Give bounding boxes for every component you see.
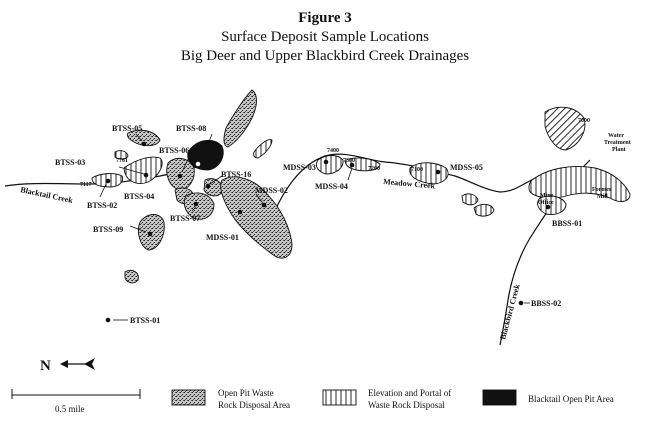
label-wtp-3: Plant <box>612 147 626 153</box>
scale-bar-label: 0.5 mile <box>55 404 85 414</box>
figure-subtitle-2: Big Deer and Upper Blackbird Creek Drain… <box>180 48 470 64</box>
leader-lines <box>99 133 530 321</box>
deposit-btss-05 <box>127 129 161 147</box>
point-btss-09 <box>147 231 153 237</box>
label-mdss-04: MDSS-04 <box>315 182 348 191</box>
sample-labels: BTSS-05 BTSS-03 BTSS-04 BTSS-02 BTSS-06 … <box>55 124 582 325</box>
label-mdss-01: MDSS-01 <box>206 233 239 242</box>
label-blacktail-creek: Blacktail Creek <box>20 185 75 205</box>
label-btss-05: BTSS-05 <box>112 124 142 133</box>
point-mdss-03 <box>323 159 329 165</box>
deposit-blackbird-main <box>528 166 631 202</box>
elev-7100: 7100 <box>411 167 423 173</box>
label-mdss-05: MDSS-05 <box>450 163 483 172</box>
deposit-mdss-03 <box>315 155 344 175</box>
deposit-upper-curve <box>223 89 257 148</box>
deposit-btss-04 <box>123 156 163 184</box>
elev-7761: 7761 <box>116 158 128 164</box>
point-mdss-05 <box>435 169 441 175</box>
deposit-small-south <box>124 269 139 284</box>
label-wtp-1: Water <box>608 133 624 139</box>
elev-7300: 7300 <box>343 158 355 164</box>
north-arrow-tail-icon <box>84 358 95 370</box>
deposit-7761-blob <box>114 150 129 160</box>
deposit-meadow-small <box>461 193 479 206</box>
point-bbss-02 <box>518 300 524 306</box>
point-mdss-02 <box>261 202 267 208</box>
label-wtp-2: Treatment <box>604 140 631 146</box>
legend-elevation-portal-1: Elevation and Portal of <box>368 388 451 398</box>
label-former-mill-2: Mill <box>597 194 608 200</box>
legend-swatch-blacktail-pit <box>482 389 517 406</box>
point-bbss-01 <box>545 204 551 210</box>
elev-7200: 7200 <box>368 166 380 172</box>
title-block: Figure 3 Surface Deposit Sample Location… <box>0 8 650 66</box>
label-btss-07: BTSS-07 <box>170 214 200 223</box>
label-btss-06: BTSS-06 <box>159 146 189 155</box>
meadow-deposits <box>315 155 495 217</box>
point-btss-03 <box>105 178 111 184</box>
deposit-mdss-05 <box>409 162 449 185</box>
deposit-meadow-strip <box>473 203 495 217</box>
north-arrow: N <box>40 358 95 374</box>
legend: Open Pit Waste Rock Disposal Area Elevat… <box>171 388 614 410</box>
label-btss-08: BTSS-08 <box>176 124 206 133</box>
label-btss-02: BTSS-02 <box>87 201 117 210</box>
deposit-blackbird-lower <box>537 195 567 215</box>
deposit-7000 <box>544 106 586 151</box>
point-btss-16 <box>205 183 211 189</box>
deposit-btss-07 <box>183 192 215 220</box>
point-btss-08 <box>195 161 201 167</box>
label-mine-office-1: Mine <box>540 193 554 199</box>
legend-swatch-open-pit-waste <box>171 389 206 406</box>
label-mdss-03: MDSS-03 <box>283 163 316 172</box>
elev-7400: 7400 <box>327 148 339 154</box>
label-bbss-02: BBSS-02 <box>531 299 561 308</box>
scale-bar <box>11 389 141 399</box>
legend-open-pit-waste-1: Open Pit Waste <box>218 388 274 398</box>
label-btss-04: BTSS-04 <box>124 192 154 201</box>
blackbird-deposits <box>528 106 631 215</box>
label-mine-office-2: Office <box>538 200 554 206</box>
label-bbss-01: BBSS-01 <box>552 219 582 228</box>
label-btss-09: BTSS-09 <box>93 225 123 234</box>
figure-subtitle: Surface Deposit Sample Locations <box>221 29 429 45</box>
deposit-mdss-04 <box>345 157 381 172</box>
point-mdss-04 <box>349 162 355 168</box>
legend-blacktail-pit: Blacktail Open Pit Area <box>528 394 614 404</box>
elev-7000: 7000 <box>578 118 590 124</box>
north-label: N <box>40 358 51 374</box>
deposit-thin-piece <box>253 139 273 159</box>
label-btss-16: BTSS-16 <box>221 170 251 179</box>
elevation-labels: 7761 7117 7400 7300 7200 7100 7000 <box>80 118 590 188</box>
label-blackbird-creek: Blackbird Creek <box>498 283 522 341</box>
elev-7117: 7117 <box>80 182 92 188</box>
creek-lines <box>4 153 591 346</box>
figure-title: Figure 3 <box>298 10 352 26</box>
deposit-mdss-02-01 <box>220 176 293 259</box>
label-former-mill-1: Former <box>592 187 612 193</box>
point-btss-07 <box>193 201 199 207</box>
legend-swatch-elevation-portal <box>322 389 357 406</box>
deposit-btss-08-pit <box>187 139 224 171</box>
point-btss-04 <box>143 172 149 178</box>
point-btss-06 <box>177 173 183 179</box>
label-mdss-02: MDSS-02 <box>255 186 288 195</box>
label-btss-01: BTSS-01 <box>130 316 160 325</box>
point-btss-05 <box>141 141 147 147</box>
north-arrowhead-icon <box>60 360 68 368</box>
legend-elevation-portal-2: Waste Rock Disposal <box>368 400 445 410</box>
point-mdss-01 <box>237 209 243 215</box>
sample-points <box>105 141 551 323</box>
label-btss-03: BTSS-03 <box>55 158 85 167</box>
point-btss-01 <box>105 317 111 323</box>
legend-open-pit-waste-2: Rock Disposal Area <box>218 400 290 410</box>
